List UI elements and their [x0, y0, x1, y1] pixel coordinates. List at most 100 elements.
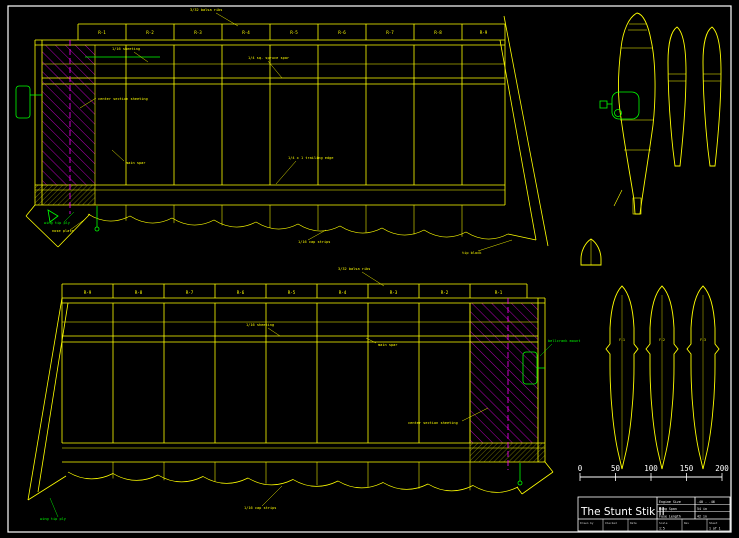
scale-number: 150: [680, 464, 694, 473]
te-sheeting-hatch: [35, 185, 95, 205]
scale-number: 200: [715, 464, 729, 473]
fuselage-half-view: [667, 26, 687, 167]
annotation-label: 1/16 sheeting: [246, 323, 274, 327]
spec-value: 42 in: [697, 514, 707, 518]
annotation-label: 1/4 x 1 trailing edge: [288, 156, 333, 160]
root-tip-line: [544, 461, 554, 473]
bellcrank-mount: [15, 85, 31, 119]
pushrod-end: [517, 480, 523, 486]
top-wing-dynamic: R-1 R-2 R-3 R-4 R-5 R-6 R-7 R-8 R-9 3/32 balsa ri…: [44, 8, 513, 255]
leader-line: [477, 239, 513, 252]
tb-cell-label: Checked: [605, 521, 617, 525]
rib-label: R-9: [84, 290, 92, 295]
leader-line: [307, 229, 327, 241]
spec-value: .40 - .46: [697, 500, 715, 504]
annotation-label: 1/16 cap strips: [244, 506, 276, 510]
rib-label: R-6: [338, 30, 346, 35]
annotation-label: 1/16 sheeting: [112, 47, 140, 51]
annotation-label: 3/32 balsa ribs: [190, 8, 222, 12]
te-sheeting-hatch: [470, 443, 545, 462]
wingtip-outline: [27, 297, 63, 501]
root-tip-line: [25, 215, 59, 248]
rib-label: R-9: [480, 30, 488, 35]
title-block: The Stunt Stik II Engine Size .40 - .46Wi…: [577, 496, 731, 532]
wingtip-outline: [503, 15, 549, 247]
annotation-label: center section sheeting: [98, 97, 148, 101]
root-tip-line: [57, 213, 91, 248]
te-scallop: [67, 471, 519, 493]
title-block-border: [577, 496, 731, 532]
cowl-detail: [580, 238, 602, 266]
annotation-label: wing tip ply: [44, 221, 71, 225]
top-wing: R-1 R-2 R-3 R-4 R-5 R-6 R-7 R-8 R-9 3/32 balsa ri…: [15, 8, 549, 255]
leader-line: [133, 51, 149, 63]
leader-line: [111, 149, 125, 162]
rib-label: R-6: [237, 290, 245, 295]
rib-label: R-2: [146, 30, 154, 35]
center-sheeting-hatch: [42, 45, 95, 185]
spec-value: 54 in: [697, 507, 707, 511]
top-wing-hatch: [35, 45, 95, 205]
root-tip-line: [521, 471, 554, 495]
leader-line: [69, 219, 85, 231]
annotation-label: 3/32 balsa ribs: [338, 267, 370, 271]
fuselage-side-views: [599, 12, 722, 215]
pushrod-end: [94, 226, 100, 232]
rib-label: R-3: [390, 290, 398, 295]
canopy-group: [599, 91, 640, 120]
leader-line: [49, 497, 59, 518]
rib-label: R-1: [98, 30, 106, 35]
rib-label: R-4: [242, 30, 250, 35]
spec-label: Fuse Length: [659, 514, 681, 518]
sheet-border: [7, 5, 732, 533]
leader-line: [539, 343, 553, 357]
drawing-title: The Stunt Stik II: [580, 506, 665, 518]
leader-line: [63, 211, 75, 223]
bottom-wing-green: [517, 351, 545, 486]
rib-label: R-5: [290, 30, 298, 35]
canopy-outline: [611, 91, 640, 120]
hatch-detail: [599, 100, 608, 109]
rib-label: R-7: [186, 290, 194, 295]
leader-line: [261, 485, 283, 507]
tail-skid: [613, 189, 623, 207]
rib-label: R-2: [441, 290, 449, 295]
rib-label: R-8: [434, 30, 442, 35]
scale-number: 100: [644, 464, 658, 473]
wingtip-close: [27, 475, 67, 501]
wingtip-inner: [499, 39, 537, 241]
tb-cell-label: Sheet: [709, 521, 718, 525]
wingtip-inner: [37, 302, 69, 493]
annotation-label: tip block: [462, 251, 482, 255]
leader-line: [215, 12, 239, 27]
leader-line: [461, 407, 489, 422]
tb-cell-label: Scale: [659, 521, 668, 525]
tb-cell-label: Rev: [684, 521, 689, 525]
spec-label: Engine Size: [659, 500, 681, 504]
annotation-label: 1/16 cap strips: [298, 240, 330, 244]
tail-post: [632, 197, 642, 215]
center-sheeting-hatch: [470, 303, 538, 443]
root-tip-line: [516, 486, 523, 495]
annotation-label: 1/4 sq. spruce spar: [248, 56, 290, 60]
annotation-label: main spar: [126, 161, 146, 165]
wingtip-close: [507, 233, 537, 241]
spec-label: Wing Span: [659, 507, 677, 511]
rib-label: R-1: [495, 290, 503, 295]
annotation-label: center section sheeting: [408, 421, 458, 425]
rib-label: R-3: [194, 30, 202, 35]
rib-label: R-5: [288, 290, 296, 295]
bottom-wing-hatch: [470, 303, 545, 462]
rib-label: R-7: [386, 30, 394, 35]
annotation-label: bellcrank mount: [548, 339, 580, 343]
te-scallop: [87, 213, 509, 240]
former-label: F-1: [619, 338, 625, 342]
leader-line: [267, 60, 283, 79]
